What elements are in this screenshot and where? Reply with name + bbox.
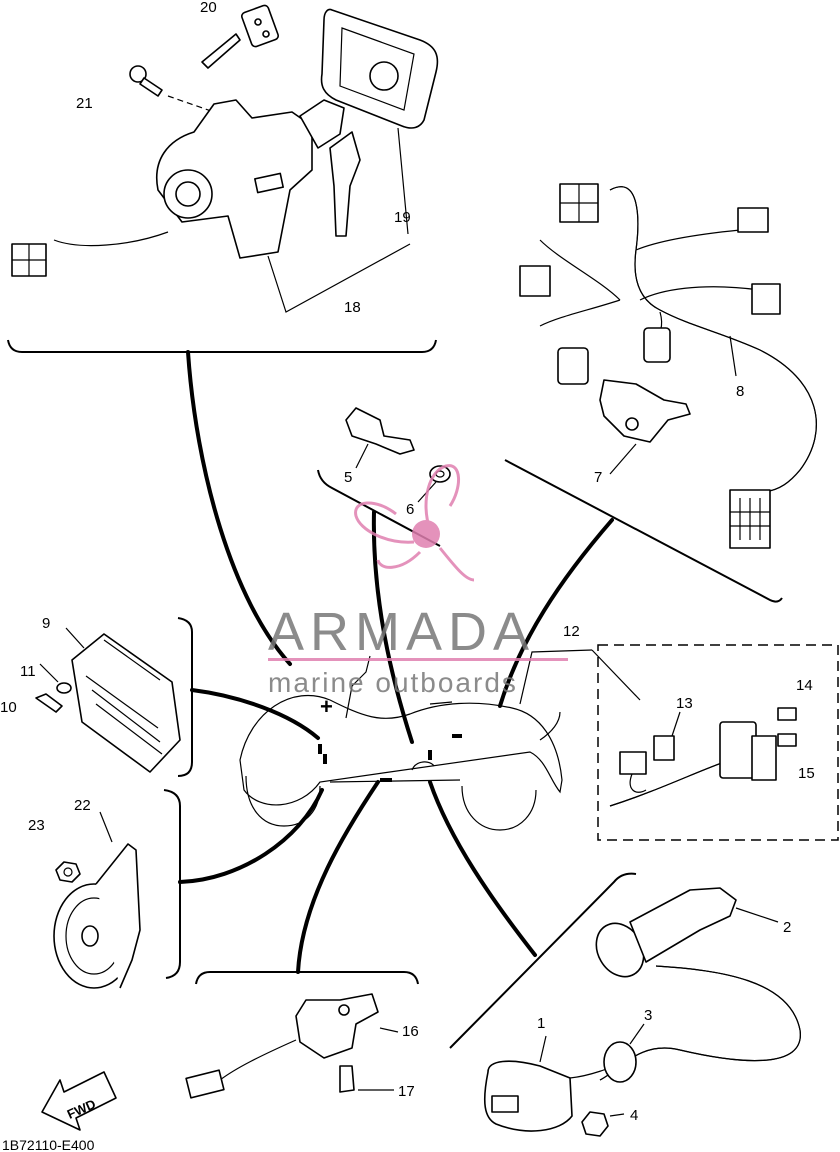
label-6: 6: [406, 501, 414, 518]
label-21: 21: [76, 95, 93, 112]
label-22: 22: [74, 797, 91, 814]
bolt-21: [129, 65, 215, 113]
wire-harness: [519, 183, 817, 549]
label-10: 10: [0, 699, 17, 716]
bracket-coil-group: [449, 872, 637, 1049]
label-18: 18: [344, 299, 361, 316]
label-4: 4: [630, 1107, 638, 1124]
svg-text:+: +: [320, 694, 333, 719]
label-13: 13: [676, 695, 693, 712]
horn: [53, 811, 141, 989]
label-16: 16: [402, 1023, 419, 1040]
bracket-switch-group: [195, 971, 419, 985]
brand-underline: [268, 658, 568, 661]
bracket-ignition-group: [7, 339, 437, 353]
switch-cover: [320, 8, 439, 235]
label-23: 23: [28, 817, 45, 834]
link-horn-to-chassis: [178, 788, 324, 884]
label-20: 20: [200, 0, 217, 16]
tagline-text: marine outboards: [268, 667, 518, 698]
bracket-rectifier-group: [177, 617, 193, 777]
sensor-7: [599, 379, 691, 475]
label-1: 1: [537, 1015, 545, 1032]
brand-text: ARMADA: [268, 602, 535, 662]
drawing-code: 1B72110-E400: [2, 1137, 95, 1152]
clamp-3: [603, 1023, 645, 1083]
label-14: 14: [796, 677, 813, 694]
link-rectifier-to-chassis: [190, 688, 320, 740]
label-3: 3: [644, 1007, 652, 1024]
label-5: 5: [344, 469, 352, 486]
link-sensor-to-chassis: [371, 510, 414, 744]
thermo-switch: [345, 407, 415, 469]
label-15: 15: [798, 765, 815, 782]
label-9: 9: [42, 615, 50, 632]
link-coil-to-chassis: [428, 780, 537, 957]
link-harness-to-chassis: [498, 518, 614, 708]
bracket-sensor-group: [317, 469, 441, 547]
leader-18: [267, 243, 411, 313]
fwd-arrow: FWD: [41, 1071, 117, 1131]
armada-watermark: ARMADA marine outboards: [268, 464, 568, 698]
part-labels: 1 2 3 4 5 6 7 8 9 10 11 12 13 14 15 16 1…: [0, 0, 815, 1124]
label-8: 8: [736, 383, 744, 400]
label-19: 19: [394, 209, 411, 226]
plug-cap-and-lead: [595, 887, 801, 1081]
dashed-box-option-parts: [597, 644, 839, 841]
link-switch-to-chassis: [296, 780, 380, 974]
label-17: 17: [398, 1083, 415, 1100]
propeller-logo: [354, 464, 475, 582]
handlebar-switch: [185, 993, 399, 1099]
leader-8: [729, 335, 737, 377]
nut-4: [581, 1111, 625, 1137]
rectifier-regulator: [35, 627, 181, 773]
label-12: 12: [563, 623, 580, 640]
link-ignition-to-chassis: [186, 350, 292, 666]
key-blank: [201, 4, 279, 69]
bracket-harness-group: [504, 459, 783, 603]
label-11: 11: [20, 663, 36, 680]
label-7: 7: [594, 469, 602, 486]
nut-23: [55, 861, 81, 883]
scooter-chassis-outline: +: [239, 655, 563, 831]
main-switch-assembly: [11, 99, 361, 277]
label-2: 2: [783, 919, 791, 936]
bracket-horn-group: [163, 789, 181, 979]
ignition-coil: [483, 1035, 631, 1132]
washer: [417, 465, 451, 503]
relay-assembly: [519, 649, 797, 807]
